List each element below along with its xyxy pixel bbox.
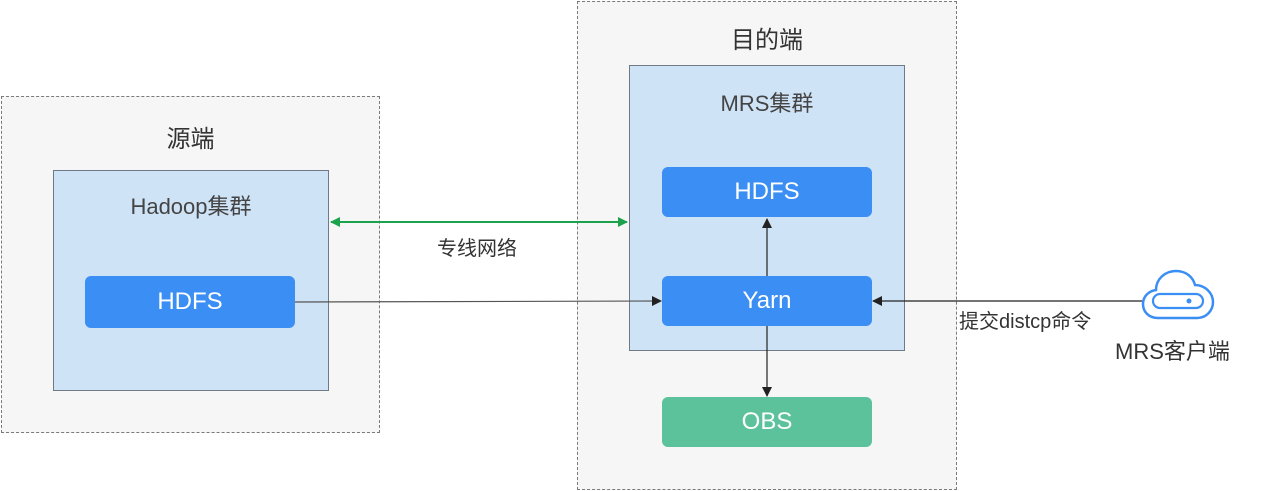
yarn-node: Yarn (662, 276, 872, 326)
mrs-cluster-title: MRS集群 (720, 91, 814, 116)
hdfs-to-yarn-arrow (294, 296, 662, 307)
cloud-client-icon (1141, 269, 1215, 320)
destination-zone-title: 目的端 (731, 27, 803, 54)
client-label: MRS客户端 (1115, 339, 1230, 364)
obs-node: OBS (662, 397, 872, 447)
source-hdfs-node: HDFS (85, 276, 295, 328)
network-label: 专线网络 (437, 238, 517, 260)
source-zone-title: 源端 (166, 126, 215, 153)
submit-command-label: 提交distcp命令 (959, 311, 1092, 333)
hadoop-cluster-title: Hadoop集群 (130, 194, 252, 219)
destination-hdfs-node: HDFS (662, 167, 872, 217)
